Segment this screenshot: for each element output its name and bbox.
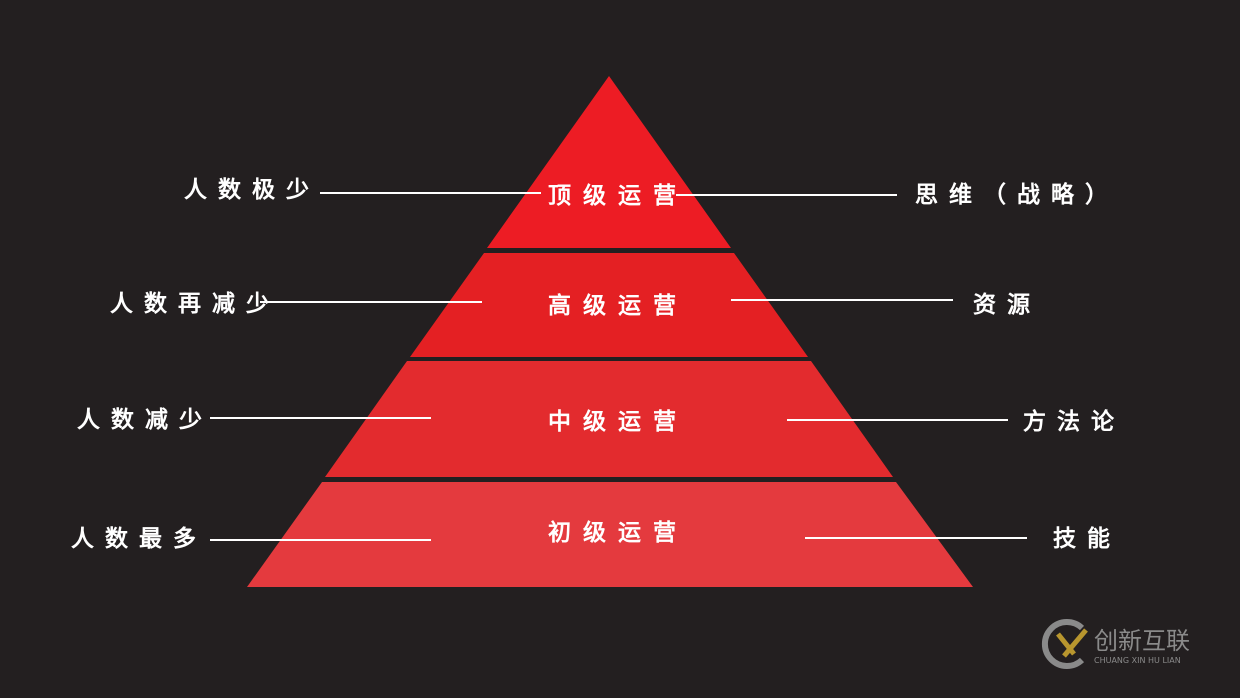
right-label-high: 资源 xyxy=(973,292,1041,318)
left-label-mid: 人数减少 xyxy=(77,407,213,433)
tier-base xyxy=(247,482,973,587)
left-label-base: 人数最多 xyxy=(71,525,207,552)
tier-label-top: 顶级运营 xyxy=(548,182,688,209)
logo-x-icon xyxy=(1056,628,1088,658)
watermark-en: CHUANG XIN HU LIAN xyxy=(1094,656,1181,665)
watermark-cn: 创新互联 xyxy=(1094,627,1190,655)
left-label-high: 人数再减少 xyxy=(110,291,280,317)
right-label-top: 思维（战略） xyxy=(915,181,1119,208)
right-label-mid: 方法论 xyxy=(1023,408,1125,435)
tier-high xyxy=(410,253,808,357)
left-label-top: 人数极少 xyxy=(184,177,320,203)
tier-label-high: 高级运营 xyxy=(548,292,688,319)
logo-c-icon xyxy=(1041,619,1085,669)
right-label-base: 技能 xyxy=(1053,525,1121,552)
tier-label-base: 初级运营 xyxy=(548,519,688,546)
watermark-logo: 创新互联 CHUANG XIN HU LIAN xyxy=(1041,619,1190,669)
tier-label-mid: 中级运营 xyxy=(548,408,688,435)
tier-mid xyxy=(325,361,893,477)
tier-top xyxy=(487,76,731,248)
